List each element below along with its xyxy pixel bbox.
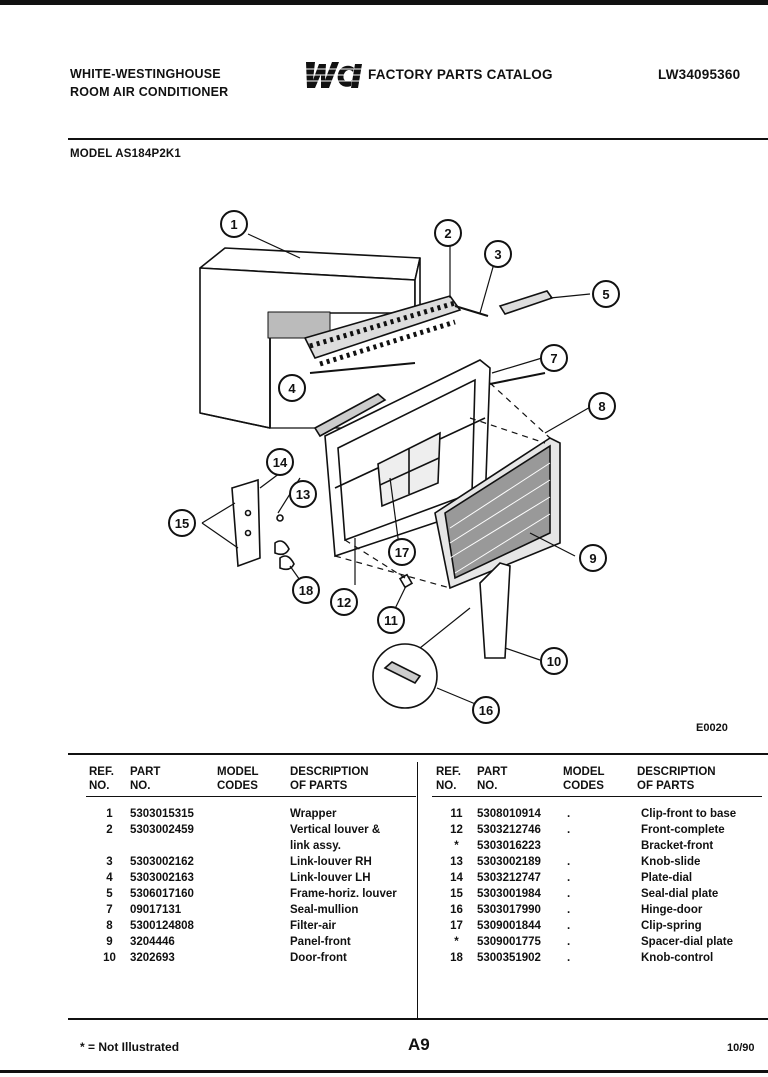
callout-18: 18 <box>299 583 313 598</box>
callout-12: 12 <box>337 595 351 610</box>
right-ref-header: REF.NO. <box>436 766 461 792</box>
louver-assembly-part <box>303 295 462 367</box>
callout-17: 17 <box>395 545 409 560</box>
callout-15: 15 <box>175 516 189 531</box>
left-header-rule <box>86 796 416 797</box>
table-divider <box>417 762 418 1018</box>
model-line: MODEL AS184P2K1 <box>70 148 182 160</box>
callout-11: 11 <box>384 613 398 628</box>
callout-5: 5 <box>602 287 609 302</box>
table-row: *5309001775.Spacer-dial plate <box>454 936 734 948</box>
footnote: * = Not Illustrated <box>80 1040 180 1054</box>
callout-14: 14 <box>273 455 288 470</box>
wci-logo <box>302 60 364 90</box>
callout-10: 10 <box>547 654 561 669</box>
callout-3: 3 <box>494 247 501 262</box>
callout-8: 8 <box>598 399 605 414</box>
right-header-rule <box>432 796 762 797</box>
catalog-title: FACTORY PARTS CATALOG <box>368 67 553 82</box>
callout-4: 4 <box>288 381 296 396</box>
callout-16: 16 <box>479 703 493 718</box>
page-number: A9 <box>408 1035 430 1054</box>
brand-line-2: ROOM AIR CONDITIONER <box>70 85 229 99</box>
callout-13: 13 <box>296 487 310 502</box>
bottom-border <box>0 1070 768 1073</box>
callout-2: 2 <box>444 226 451 241</box>
table-top-rule <box>68 753 768 755</box>
header-rule <box>68 138 768 140</box>
diagram-code: E0020 <box>696 722 728 734</box>
left-ref-header: REF.NO. <box>89 766 114 792</box>
callout-7: 7 <box>550 351 557 366</box>
callout-9: 9 <box>589 551 596 566</box>
revision-date: 10/90 <box>727 1042 755 1054</box>
top-border <box>0 0 768 5</box>
table-bottom-rule <box>68 1018 768 1020</box>
wrapper-part <box>199 247 421 429</box>
callout-1: 1 <box>230 217 237 232</box>
catalog-number: LW34095360 <box>658 67 741 82</box>
brand-line-1: WHITE-WESTINGHOUSE <box>70 67 221 81</box>
front-panel-part <box>434 437 561 590</box>
exploded-parts-diagram: 1 2 3 4 5 7 8 9 10 11 12 13 14 15 16 17 … <box>150 188 660 738</box>
table-row: link assy. <box>290 840 341 852</box>
